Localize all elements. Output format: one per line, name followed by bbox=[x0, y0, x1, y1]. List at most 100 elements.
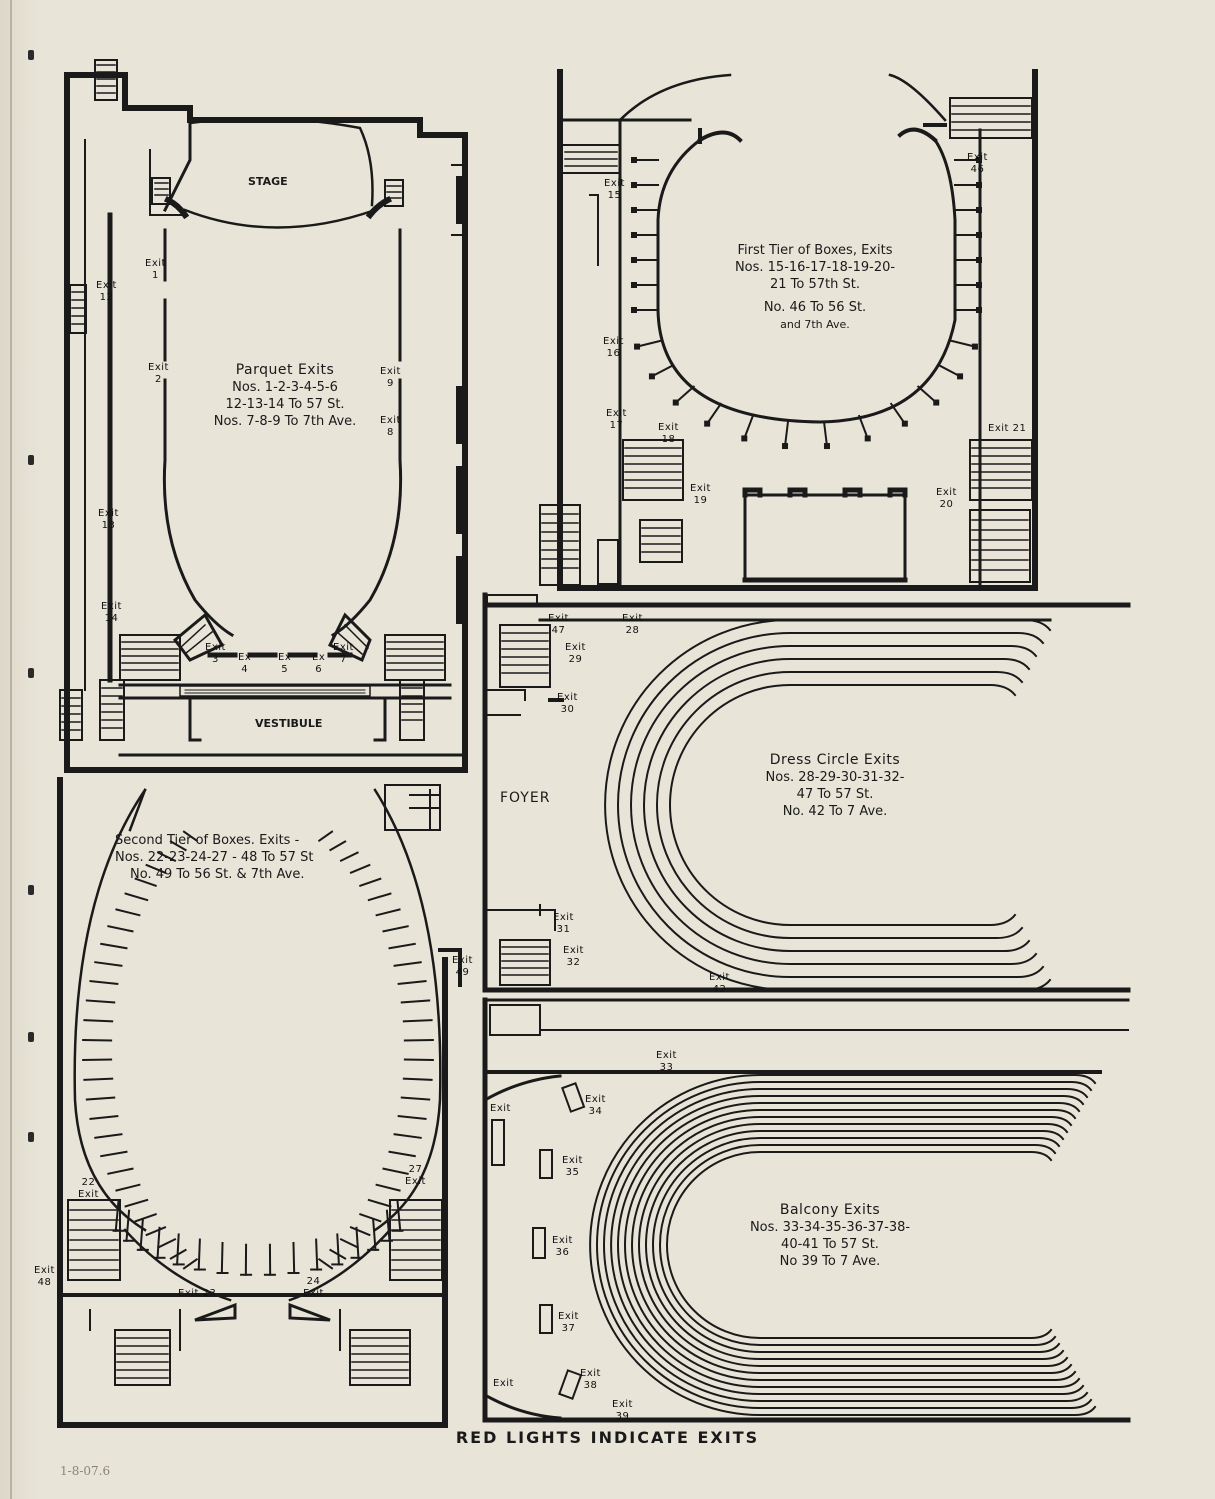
box-partition bbox=[315, 1238, 319, 1271]
box-partition bbox=[375, 908, 401, 917]
staple-hole bbox=[28, 455, 34, 465]
dress-circle-line-2: 47 To 57 St. bbox=[796, 787, 874, 802]
box-partition bbox=[114, 1199, 120, 1232]
exit-41-label: Exit bbox=[493, 1378, 514, 1389]
box-seat bbox=[976, 307, 982, 313]
box-seat bbox=[976, 207, 982, 213]
box-partition bbox=[169, 840, 187, 852]
binding-crease bbox=[10, 0, 12, 1499]
box-partition bbox=[197, 1238, 201, 1271]
parquet-line-2: 12-13-14 To 57 St. bbox=[225, 397, 345, 412]
box-seat bbox=[971, 343, 978, 350]
box-seat bbox=[976, 182, 982, 188]
box-seat bbox=[631, 182, 637, 188]
balcony-line-3: No 39 To 7 Ave. bbox=[779, 1254, 881, 1269]
dress-circle-line-3: No. 42 To 7 Ave. bbox=[782, 804, 888, 819]
parquet-title: Parquet Exits bbox=[235, 362, 335, 378]
box-seat bbox=[901, 420, 908, 427]
exit-23-label: Exit 23 bbox=[178, 1288, 217, 1299]
staple-hole bbox=[28, 1032, 34, 1042]
second-tier-plan bbox=[57, 777, 462, 1428]
staple-hole bbox=[28, 885, 34, 895]
box-partition bbox=[125, 1209, 131, 1242]
balcony-row bbox=[603, 1088, 1089, 1402]
dress-circle-row bbox=[617, 632, 1045, 978]
dress-circle-heading: Dress Circle Exits bbox=[769, 752, 901, 768]
box-partition bbox=[937, 363, 960, 377]
box-partition bbox=[950, 339, 975, 348]
box-partition bbox=[743, 414, 755, 438]
balcony-row bbox=[589, 1074, 1097, 1416]
dress-circle-plan bbox=[482, 592, 1131, 993]
first-tier-plan bbox=[539, 69, 1038, 591]
balcony-row bbox=[652, 1137, 1061, 1353]
box-partition bbox=[124, 892, 149, 902]
box-seat bbox=[648, 373, 655, 380]
box-partition bbox=[400, 999, 431, 1004]
box-seat bbox=[631, 207, 637, 213]
box-partition bbox=[139, 1218, 144, 1251]
box-partition bbox=[402, 1019, 433, 1023]
box-seat bbox=[823, 443, 830, 450]
box-partition bbox=[100, 1150, 128, 1158]
box-partition bbox=[94, 1133, 123, 1139]
binding-edge bbox=[0, 0, 46, 1499]
box-partition bbox=[220, 1241, 224, 1275]
dress-circle-rows bbox=[604, 619, 1052, 991]
first-tier-title: First Tier of Boxes, Exits Nos. 15-16-17… bbox=[720, 242, 910, 333]
pencil-annotation: 1-8-07.6 bbox=[60, 1464, 111, 1478]
box-partition bbox=[359, 877, 382, 888]
box-seat bbox=[976, 282, 982, 288]
box-partition bbox=[100, 942, 128, 950]
balcony-row bbox=[631, 1116, 1073, 1374]
box-seat bbox=[631, 307, 637, 313]
box-partition bbox=[784, 421, 790, 446]
staple-hole bbox=[28, 50, 34, 60]
box-partition bbox=[317, 1257, 334, 1270]
balcony-rows bbox=[589, 1074, 1097, 1416]
dress-circle-row bbox=[643, 658, 1031, 952]
first-tier-line-3: 21 To 57th St. bbox=[770, 277, 860, 292]
box-partition bbox=[115, 908, 141, 917]
second-tier-line-3: No. 49 To 56 St. & 7th Ave. bbox=[130, 867, 305, 882]
second-tier-line-2: Nos. 22-23-24-27 - 48 To 57 St bbox=[115, 850, 314, 865]
box-partition bbox=[367, 1198, 392, 1208]
box-partition bbox=[182, 1257, 199, 1270]
box-partition bbox=[107, 925, 134, 933]
balcony-row bbox=[617, 1102, 1081, 1388]
box-partition bbox=[396, 1199, 402, 1232]
dress-circle-row bbox=[630, 645, 1038, 965]
second-tier-boxes bbox=[82, 830, 434, 1276]
box-partition bbox=[349, 863, 371, 874]
second-tier-line-1: Second Tier of Boxes. Exits - bbox=[115, 833, 300, 848]
box-partition bbox=[157, 851, 177, 863]
box-seat bbox=[631, 282, 637, 288]
balcony-row bbox=[659, 1144, 1057, 1346]
box-partition bbox=[889, 402, 906, 424]
box-partition bbox=[388, 1150, 416, 1158]
box-partition bbox=[857, 414, 869, 438]
box-partition bbox=[89, 980, 119, 986]
box-partition bbox=[339, 851, 359, 863]
exit-21-label: Exit 21 bbox=[988, 423, 1027, 434]
first-tier-line-2: Nos. 15-16-17-18-19-20- bbox=[734, 260, 896, 275]
box-partition bbox=[336, 1233, 340, 1266]
